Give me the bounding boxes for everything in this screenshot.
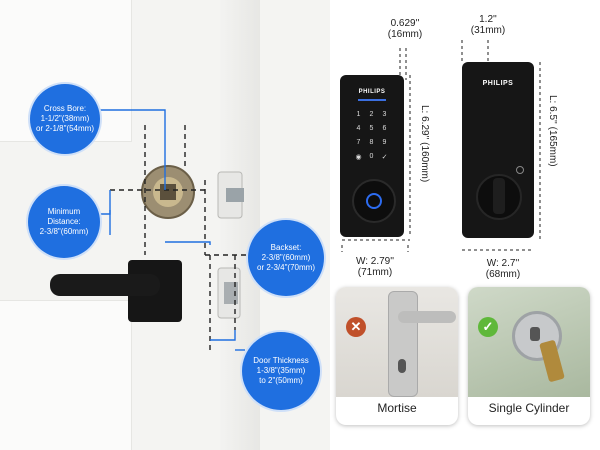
back-thumbturn-lock: PHILIPS (462, 62, 534, 238)
mortise-lever (398, 311, 456, 323)
door-thickness-title: Door Thickness (253, 356, 309, 365)
installation-diagram (50, 109, 251, 351)
keypad-key-6[interactable]: 6 (382, 125, 387, 132)
mortise-plate (388, 291, 418, 397)
front-keypad-lock: PHILIPS 1 2 3 4 5 6 7 8 9 ◉ 0 ✓ (340, 75, 404, 237)
confirm-key[interactable]: ✓ (381, 154, 388, 161)
single-cylinder-card: ✓ Single Cylinder (468, 287, 590, 425)
back-width-in: W: 2.7'' (486, 258, 520, 269)
cylinder-keyhole (530, 327, 540, 341)
front-depth-mm: (16mm) (387, 29, 423, 40)
door-thickness-value-1: 1-3/8"(35mm) (256, 366, 306, 375)
keypad-key-4[interactable]: 4 (356, 125, 361, 132)
backset-value-2: or 2-3/4"(70mm) (257, 263, 315, 272)
mortise-label: Mortise (377, 401, 417, 415)
min-distance-subtitle: Distance: (47, 217, 81, 226)
lever-handle (50, 274, 160, 296)
back-depth-dimension: 1.2'' (31mm) (458, 14, 518, 36)
back-width-mm: (68mm) (485, 269, 521, 280)
keypad-key-7[interactable]: 7 (356, 139, 361, 146)
back-height-dimension: L: 6.5'' (165mm) (547, 95, 558, 167)
minimum-distance-label: Minimum Distance: 2-3/8"(60mm) (28, 186, 100, 258)
front-depth-dimension: 0.629'' (16mm) (370, 18, 440, 40)
lock-key-icon[interactable]: ◉ (355, 154, 362, 161)
back-depth-in: 1.2'' (479, 14, 497, 25)
front-width-in: W: 2.79'' (355, 256, 395, 267)
thumbturn-rose (476, 174, 522, 220)
fingerprint-icon (366, 193, 382, 209)
keypad-key-5[interactable]: 5 (369, 125, 374, 132)
thumbturn-knob[interactable] (493, 178, 505, 214)
cross-bore-value-2: or 2-1/8"(54mm) (36, 124, 94, 133)
backset-title: Backset: (270, 243, 302, 252)
min-distance-value: 2-3/8"(60mm) (39, 227, 89, 236)
front-depth-in: 0.629'' (390, 18, 420, 29)
back-width-dimension: W: 2.7'' (68mm) (468, 258, 538, 280)
mortise-keyhole (398, 359, 406, 373)
back-brand-logo: PHILIPS (482, 80, 514, 87)
backset-value-1: 2-3/8"(60mm) (261, 253, 311, 262)
back-depth-mm: (31mm) (470, 25, 506, 36)
reset-button[interactable] (516, 166, 524, 174)
cross-bore-label: Cross Bore: 1-1/2"(38mm) or 2-1/8"(54mm) (30, 84, 100, 154)
cross-bore-title: Cross Bore: (43, 104, 87, 113)
keypad-grid: 1 2 3 4 5 6 7 8 9 ◉ 0 ✓ (352, 111, 392, 161)
keypad-key-1[interactable]: 1 (356, 111, 361, 118)
cross-bore-value-1: 1-1/2"(38mm) (40, 114, 90, 123)
front-width-mm: (71mm) (357, 267, 393, 278)
door-installation-scene: Cross Bore: 1-1/2"(38mm) or 2-1/8"(54mm)… (0, 0, 330, 450)
keypad-key-8[interactable]: 8 (369, 139, 374, 146)
keypad-key-9[interactable]: 9 (382, 139, 387, 146)
door-panel-bottom (0, 300, 132, 450)
backset-label: Backset: 2-3/8"(60mm) or 2-3/4"(70mm) (248, 220, 324, 296)
check-icon: ✓ (478, 317, 498, 337)
front-width-dimension: W: 2.79'' (71mm) (335, 256, 415, 278)
front-height-dimension: L: 6.29'' (160mm) (419, 105, 430, 183)
lock-dimension-lines (341, 40, 541, 252)
x-icon: ✕ (346, 317, 366, 337)
keypad-key-3[interactable]: 3 (382, 111, 387, 118)
fingerprint-sensor[interactable] (352, 179, 396, 223)
hanging-keys (539, 339, 565, 383)
door-thickness-label: Door Thickness 1-3/8"(35mm) to 2"(50mm) (242, 332, 320, 410)
mortise-card: ✕ Mortise (336, 287, 458, 425)
keypad-key-2[interactable]: 2 (369, 111, 374, 118)
single-cylinder-photo (468, 287, 590, 397)
door-thickness-value-2: to 2"(50mm) (259, 376, 303, 385)
mortise-photo (336, 287, 458, 397)
single-cylinder-label: Single Cylinder (488, 401, 570, 415)
front-blue-light (358, 99, 386, 101)
front-brand-logo: PHILIPS (358, 89, 386, 95)
keypad-key-0[interactable]: 0 (369, 153, 374, 160)
min-distance-title: Minimum (47, 207, 81, 216)
